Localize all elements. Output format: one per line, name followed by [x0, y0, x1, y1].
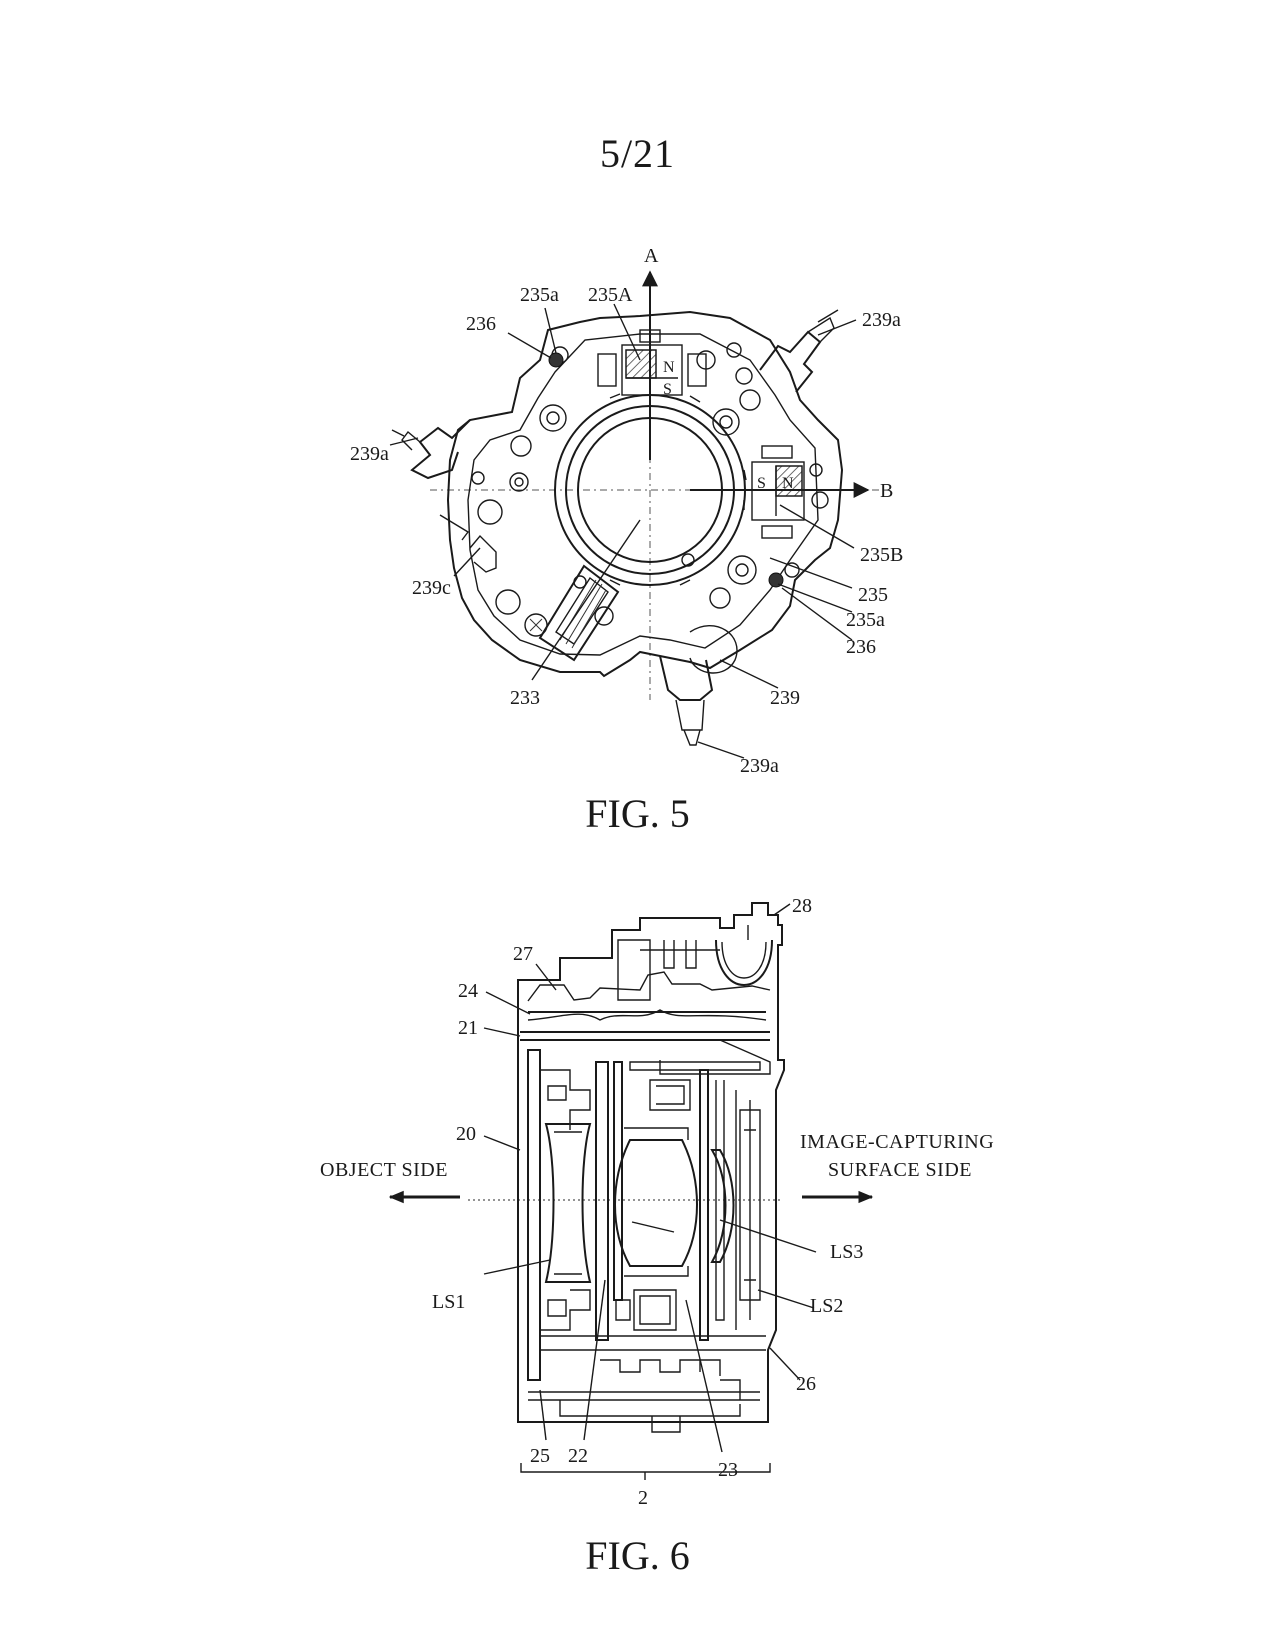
fig5-bosses [477, 342, 829, 637]
fig5-coil-bottom-B [761, 525, 793, 539]
fig5-axis-B-label: B [880, 480, 893, 502]
fig5-label-239: 239 [770, 687, 800, 709]
fig6-tube-layers [520, 1009, 771, 1075]
page-number: 5/21 [599, 131, 676, 176]
fig6-housing-27 [527, 971, 771, 1002]
fig6-label-23: 23 [718, 1459, 738, 1481]
fig6-top-chamber-28 [617, 925, 773, 1001]
fig6-lens-LS2 [614, 1139, 698, 1267]
fig6-label-20: 20 [456, 1123, 476, 1145]
fig6-outer-barrel [517, 902, 785, 1423]
fig5-magnet-B-S: S [757, 475, 766, 492]
fig5-leader-lines [389, 303, 857, 759]
fig5-magnet-B-N: N [782, 475, 794, 492]
fig5-slider-233 [538, 564, 620, 662]
fig6-label-LS3: LS3 [830, 1241, 863, 1263]
fig5-label-236-top: 236 [466, 313, 496, 335]
fig6-mechanism-details [547, 1079, 741, 1433]
fig6-image-side-label-line2: SURFACE SIDE [828, 1159, 972, 1181]
fig5-axis-A-label: A [644, 245, 659, 267]
fig6-label-2: 2 [638, 1487, 648, 1509]
fig5-actuator-arm-left [391, 419, 485, 485]
fig5-actuator-arm-bottom [659, 625, 738, 746]
fig6-sensor-stack [739, 1109, 761, 1301]
fig6-lens-LS1-edges [554, 1131, 582, 1275]
fig5-coil-right-A [687, 353, 707, 387]
fig5-ball-236-bottom [768, 572, 784, 588]
fig6-label-22: 22 [568, 1445, 588, 1467]
fig6-label-21: 21 [458, 1017, 478, 1039]
fig6-unit-2-bracket [520, 1463, 771, 1480]
fig6-object-side-label: OBJECT SIDE [320, 1159, 448, 1181]
fig6-label-LS2: LS2 [810, 1295, 843, 1317]
fig6-lens-LS2-holder [624, 1127, 689, 1277]
fig5-label-236-bottom: 236 [846, 636, 876, 658]
fig6-caption: FIG. 6 [585, 1533, 690, 1578]
fig5-label-235A: 235A [588, 284, 633, 306]
fig5-magnet-235A-holder [621, 344, 683, 396]
fig5-magnet-235A-hatched [625, 349, 657, 379]
fig5-label-239a-left: 239a [350, 443, 389, 465]
fig5-label-235a-bottom: 235a [846, 609, 885, 631]
fig5-label-239a-right: 239a [862, 309, 901, 331]
fig5-label-233: 233 [510, 687, 540, 709]
fig5-coil-left-A [597, 353, 617, 387]
fig5-drawing: N S S N [350, 245, 903, 777]
fig6-image-side-label-line1: IMAGE-CAPTURING [800, 1131, 994, 1153]
fig5-magnet-A-S: S [663, 381, 672, 398]
fig5-housing-inner-outline [467, 333, 819, 656]
fig5-label-239c: 239c [412, 577, 451, 599]
fig6-lens-LS3 [710, 1149, 735, 1263]
fig6-label-25: 25 [530, 1445, 550, 1467]
fig5-ball-236-top [548, 352, 564, 368]
fig5-ring-tabs [609, 393, 747, 586]
fig5-caption: FIG. 5 [585, 791, 690, 836]
fig5-label-235: 235 [858, 584, 888, 606]
fig5-coil-top-B [761, 445, 793, 459]
fig6-label-26: 26 [796, 1373, 816, 1395]
fig6-lens-LS1 [544, 1123, 592, 1283]
fig6-label-LS1: LS1 [432, 1291, 465, 1313]
fig5-bracket-239c [439, 514, 497, 573]
fig5-actuator-arm-right [759, 309, 839, 393]
fig6-drawing: 28 27 24 21 20 OBJECT SIDE IMAGE-CAPTURI… [320, 895, 994, 1509]
fig6-label-27: 27 [513, 943, 533, 965]
fig5-magnet-A-N: N [663, 359, 675, 376]
fig5-label-235B: 235B [860, 544, 903, 566]
fig5-label-239a-bottom: 239a [740, 755, 779, 777]
fig5-housing-outline [446, 310, 844, 678]
fig6-leader-lines [483, 903, 817, 1453]
fig5-label-235a-top: 235a [520, 284, 559, 306]
fig6-label-24: 24 [458, 980, 478, 1002]
fig6-label-28: 28 [792, 895, 812, 917]
